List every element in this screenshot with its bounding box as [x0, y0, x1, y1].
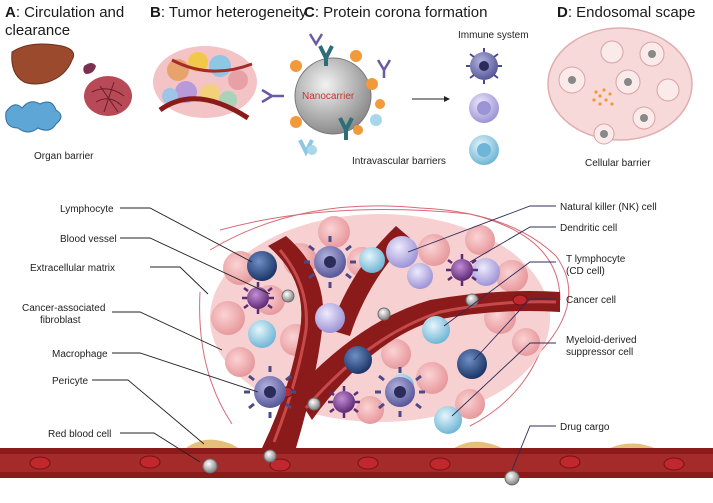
- panel-a-title-line2: clearance: [5, 22, 70, 39]
- label-nk-cell: Natural killer (NK) cell: [560, 202, 657, 213]
- red-blood-cells: [29, 294, 685, 472]
- panel-a-title: A: Circulation and: [5, 4, 124, 21]
- tumor-cluster-icon: [153, 46, 257, 121]
- liver-icon: [11, 43, 75, 85]
- lymphocytes: [247, 251, 487, 379]
- drug-cargo-particles: [202, 289, 520, 486]
- extracellular-matrix-fiber: [219, 209, 561, 301]
- tumor-illustration: [0, 205, 713, 486]
- macrophage-icon: [5, 101, 62, 133]
- label-pericyte: Pericyte: [52, 376, 89, 387]
- blood-vessel: [0, 226, 713, 478]
- panel-c-title: C: Protein corona formation: [304, 4, 487, 21]
- panel-b-letter: B: [150, 4, 161, 21]
- label-extracellular-matrix: Extracellular matrix: [30, 263, 115, 274]
- label-t-lymphocyte: T lymphocyte: [566, 254, 626, 265]
- panel-c: C: Protein corona formation Nanocarrier …: [261, 4, 529, 167]
- label-blood-vessel: Blood vessel: [60, 234, 117, 245]
- nanocarrier-label: Nanocarrier: [302, 91, 355, 102]
- right-labels: Natural killer (NK) cell Dendritic cell …: [560, 202, 657, 433]
- label-dendritic-cell: Dendritic cell: [560, 223, 617, 234]
- immune-cells-icon: [466, 48, 502, 165]
- panel-c-caption: Intravascular barriers: [352, 156, 446, 167]
- kidney-icon: [84, 76, 132, 116]
- spleen-icon: [83, 63, 96, 74]
- panel-b-title: B: Tumor heterogeneity: [150, 4, 307, 21]
- panel-a-letter: A: [5, 4, 16, 21]
- leader-lines: [92, 205, 556, 471]
- panel-d: D: Endosomal scape Cellular barrier: [547, 4, 695, 169]
- panel-d-letter: D: [557, 4, 568, 21]
- dendritic-cells: [242, 254, 478, 418]
- left-labels: Lymphocyte Blood vessel Extracellular ma…: [22, 204, 117, 440]
- label-macrophage: Macrophage: [52, 349, 108, 360]
- panel-a-title-line1: : Circulation and: [16, 4, 124, 21]
- label-fibroblast: fibroblast: [40, 315, 81, 326]
- panel-d-title: D: Endosomal scape: [557, 4, 695, 21]
- label-drug-cargo: Drug cargo: [560, 422, 610, 433]
- label-suppressor-cell: suppressor cell: [566, 347, 633, 358]
- panel-b: B: Tumor heterogeneity: [150, 4, 307, 121]
- endosome-cell-icon: [547, 27, 693, 145]
- pericytes: [186, 439, 654, 448]
- panel-d-title-text: : Endosomal scape: [568, 4, 696, 21]
- panel-d-caption: Cellular barrier: [585, 158, 651, 169]
- panel-a: A: Circulation and clearance Organ barri…: [5, 4, 132, 162]
- label-cancer-associated: Cancer-associated: [22, 303, 105, 314]
- label-lymphocyte: Lymphocyte: [60, 204, 114, 215]
- extracellular-matrix-fiber: [209, 205, 570, 427]
- macrophages: [244, 236, 425, 418]
- label-red-blood-cell: Red blood cell: [48, 429, 111, 440]
- label-myeloid-derived: Myeloid-derived: [566, 335, 637, 346]
- panel-a-caption: Organ barrier: [34, 151, 94, 162]
- nanocarrier-icon: [261, 33, 392, 157]
- nk-cells: [315, 236, 500, 333]
- panel-c-letter: C: [304, 4, 315, 21]
- label-cancer-cell: Cancer cell: [566, 295, 616, 306]
- panel-c-title-text: : Protein corona formation: [315, 4, 488, 21]
- label-cd-cell: (CD cell): [566, 266, 605, 277]
- immune-system-label: Immune system: [458, 30, 529, 41]
- arrow-head-icon: [444, 96, 450, 102]
- extracellular-matrix-fiber: [199, 291, 233, 425]
- panel-b-title-text: : Tumor heterogeneity: [161, 4, 307, 21]
